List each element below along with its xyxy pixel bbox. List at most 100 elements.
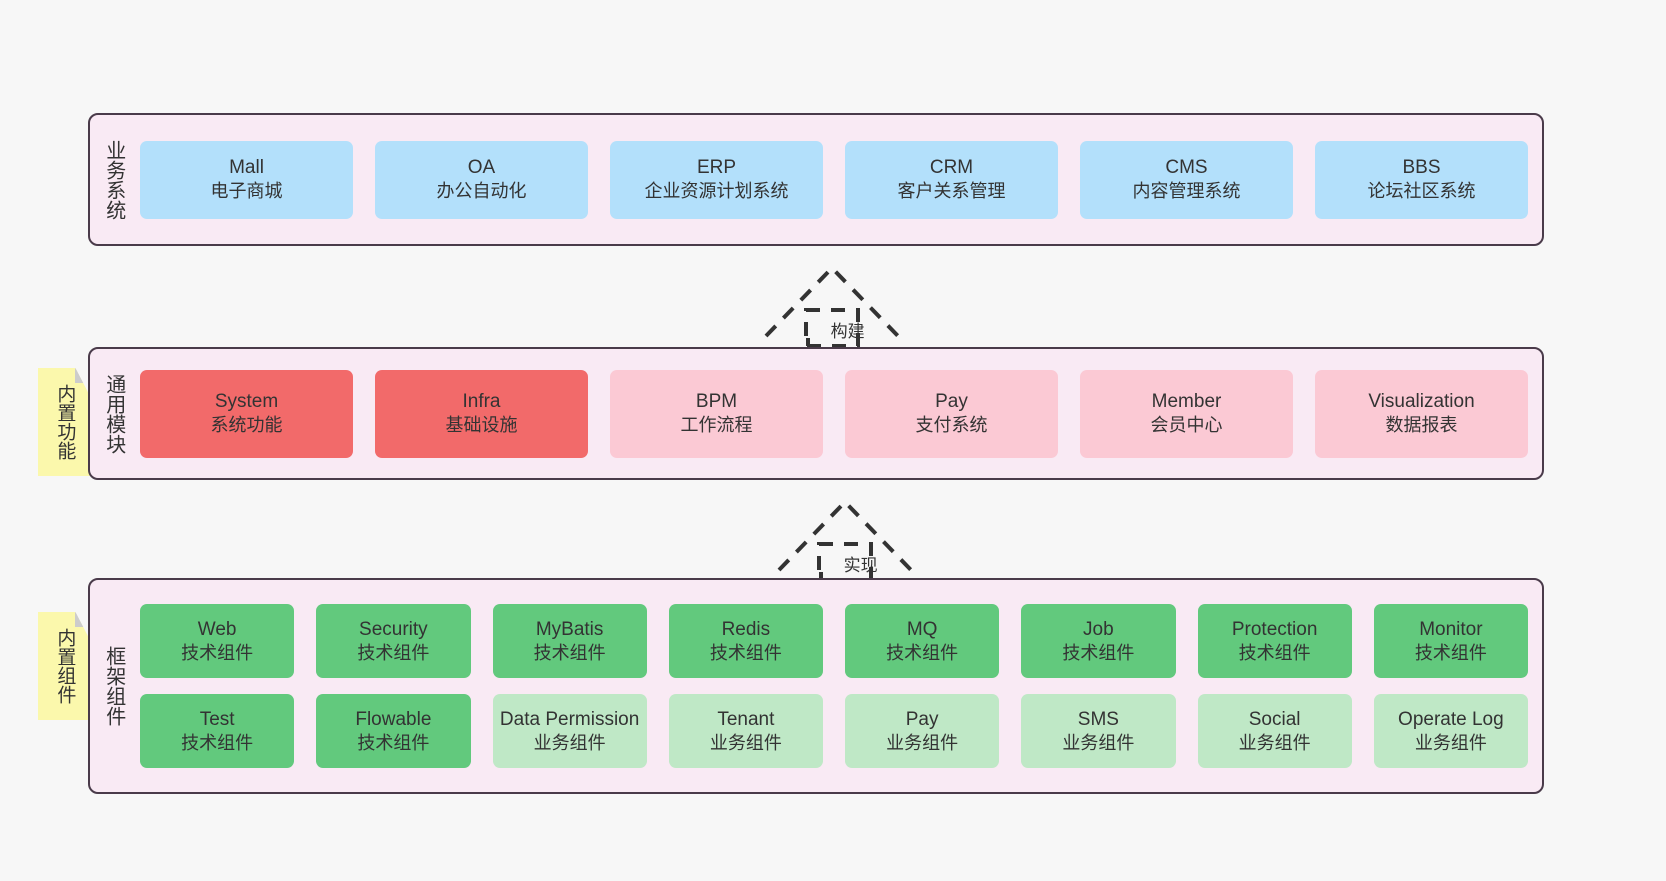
card-subtitle: 论坛社区系统 <box>1367 181 1476 202</box>
layer-framework-components: 框架组件 Web 技术组件 Security 技术组件 MyBatis 技术组件… <box>88 578 1544 794</box>
card-subtitle: 业务组件 <box>1062 732 1135 753</box>
card-bpm[interactable]: BPM 工作流程 <box>610 369 823 458</box>
card-title: MyBatis <box>535 618 604 640</box>
card-subtitle: 技术组件 <box>1414 642 1487 663</box>
card-title: System <box>214 391 279 413</box>
layer-body-common-modules: System 系统功能 Infra 基础设施 BPM 工作流程 Pay 支付系统… <box>136 349 1542 478</box>
card-title: Data Permission <box>499 708 640 730</box>
connector-label: 实现 <box>843 556 878 575</box>
card-row: Mall 电子商城 OA 办公自动化 ERP 企业资源计划系统 CRM 客户关系… <box>140 140 1528 219</box>
card-mybatis[interactable]: MyBatis 技术组件 <box>492 604 647 678</box>
card-pay-module[interactable]: Pay 支付系统 <box>845 369 1058 458</box>
card-title: Security <box>359 618 428 640</box>
layer-title-business-systems: 业务系统 <box>102 139 125 220</box>
card-title: Flowable <box>355 708 432 730</box>
card-web[interactable]: Web 技术组件 <box>140 604 295 678</box>
card-subtitle: 企业资源计划系统 <box>644 181 789 202</box>
layer-business-systems: 业务系统 Mall 电子商城 OA 办公自动化 ERP 企业资源计划系统 CRM… <box>88 113 1544 246</box>
card-sms[interactable]: SMS 业务组件 <box>1021 694 1176 768</box>
card-subtitle: 工作流程 <box>680 415 753 436</box>
card-title: Visualization <box>1368 391 1475 413</box>
connector-build: 构建 <box>760 258 910 348</box>
card-monitor[interactable]: Monitor 技术组件 <box>1373 604 1528 678</box>
card-subtitle: 会员中心 <box>1150 415 1223 436</box>
card-member[interactable]: Member 会员中心 <box>1080 369 1293 458</box>
generalization-arrow-icon <box>764 265 900 348</box>
card-oa[interactable]: OA 办公自动化 <box>375 140 588 219</box>
card-protection[interactable]: Protection 技术组件 <box>1197 604 1352 678</box>
card-title: Tenant <box>717 708 775 730</box>
card-title: Job <box>1083 618 1114 640</box>
card-title: Monitor <box>1419 618 1483 640</box>
card-subtitle: 技术组件 <box>1238 642 1311 663</box>
card-data-permission[interactable]: Data Permission 业务组件 <box>492 694 647 768</box>
card-redis[interactable]: Redis 技术组件 <box>668 604 823 678</box>
card-row: Web 技术组件 Security 技术组件 MyBatis 技术组件 Redi… <box>140 604 1528 678</box>
connector-label: 构建 <box>830 322 865 341</box>
card-test[interactable]: Test 技术组件 <box>140 694 295 768</box>
card-title: Operate Log <box>1398 708 1504 730</box>
card-subtitle: 业务组件 <box>709 732 782 753</box>
card-title: ERP <box>696 157 737 179</box>
card-subtitle: 业务组件 <box>886 732 959 753</box>
card-flowable[interactable]: Flowable 技术组件 <box>316 694 471 768</box>
card-subtitle: 支付系统 <box>915 415 988 436</box>
card-subtitle: 业务组件 <box>533 732 606 753</box>
card-title: SMS <box>1077 708 1119 730</box>
card-title: BPM <box>695 391 738 413</box>
layer-body-framework-components: Web 技术组件 Security 技术组件 MyBatis 技术组件 Redi… <box>136 580 1542 792</box>
card-title: Member <box>1151 391 1222 413</box>
card-subtitle: 技术组件 <box>181 732 254 753</box>
note-label: 内置组件 <box>54 628 76 704</box>
layer-title-framework-components: 框架组件 <box>102 646 125 726</box>
card-subtitle: 办公自动化 <box>436 181 527 202</box>
card-title: CRM <box>929 157 974 179</box>
card-title: Social <box>1248 708 1301 730</box>
layer-body-business-systems: Mall 电子商城 OA 办公自动化 ERP 企业资源计划系统 CRM 客户关系… <box>136 115 1542 244</box>
card-subtitle: 技术组件 <box>357 642 430 663</box>
layer-title-common-modules: 通用模块 <box>102 373 125 454</box>
card-subtitle: 客户关系管理 <box>897 181 1006 202</box>
layer-common-modules: 通用模块 System 系统功能 Infra 基础设施 BPM 工作流程 Pay… <box>88 347 1544 480</box>
note-builtin-features: 内置功能 <box>38 368 90 476</box>
card-erp[interactable]: ERP 企业资源计划系统 <box>610 140 823 219</box>
card-subtitle: 技术组件 <box>533 642 606 663</box>
card-pay-component[interactable]: Pay 业务组件 <box>845 694 1000 768</box>
card-title: BBS <box>1402 157 1441 179</box>
card-visualization[interactable]: Visualization 数据报表 <box>1315 369 1528 458</box>
card-title: CMS <box>1165 157 1208 179</box>
card-security[interactable]: Security 技术组件 <box>316 604 471 678</box>
card-subtitle: 技术组件 <box>886 642 959 663</box>
card-tenant[interactable]: Tenant 业务组件 <box>668 694 823 768</box>
card-row: Test 技术组件 Flowable 技术组件 Data Permission … <box>140 694 1528 768</box>
card-title: Infra <box>462 391 501 413</box>
card-subtitle: 系统功能 <box>210 415 283 436</box>
card-operate-log[interactable]: Operate Log 业务组件 <box>1373 694 1528 768</box>
card-title: Protection <box>1231 618 1318 640</box>
card-cms[interactable]: CMS 内容管理系统 <box>1080 140 1293 219</box>
card-subtitle: 技术组件 <box>709 642 782 663</box>
card-system[interactable]: System 系统功能 <box>140 369 353 458</box>
connector-implement: 实现 <box>773 492 923 582</box>
card-subtitle: 业务组件 <box>1414 732 1487 753</box>
card-title: Pay <box>905 708 939 730</box>
card-subtitle: 数据报表 <box>1385 415 1458 436</box>
card-infra[interactable]: Infra 基础设施 <box>375 369 588 458</box>
card-title: Redis <box>721 618 771 640</box>
card-subtitle: 技术组件 <box>181 642 254 663</box>
card-title: Test <box>199 708 235 730</box>
card-subtitle: 业务组件 <box>1238 732 1311 753</box>
card-mq[interactable]: MQ 技术组件 <box>845 604 1000 678</box>
card-title: OA <box>467 157 496 179</box>
card-title: Web <box>197 618 237 640</box>
card-subtitle: 内容管理系统 <box>1132 181 1241 202</box>
card-title: MQ <box>906 618 938 640</box>
card-subtitle: 基础设施 <box>445 415 518 436</box>
card-social[interactable]: Social 业务组件 <box>1197 694 1352 768</box>
card-crm[interactable]: CRM 客户关系管理 <box>845 140 1058 219</box>
card-subtitle: 电子商城 <box>210 181 283 202</box>
card-bbs[interactable]: BBS 论坛社区系统 <box>1315 140 1528 219</box>
card-subtitle: 技术组件 <box>1062 642 1135 663</box>
card-mall[interactable]: Mall 电子商城 <box>140 140 353 219</box>
card-job[interactable]: Job 技术组件 <box>1021 604 1176 678</box>
